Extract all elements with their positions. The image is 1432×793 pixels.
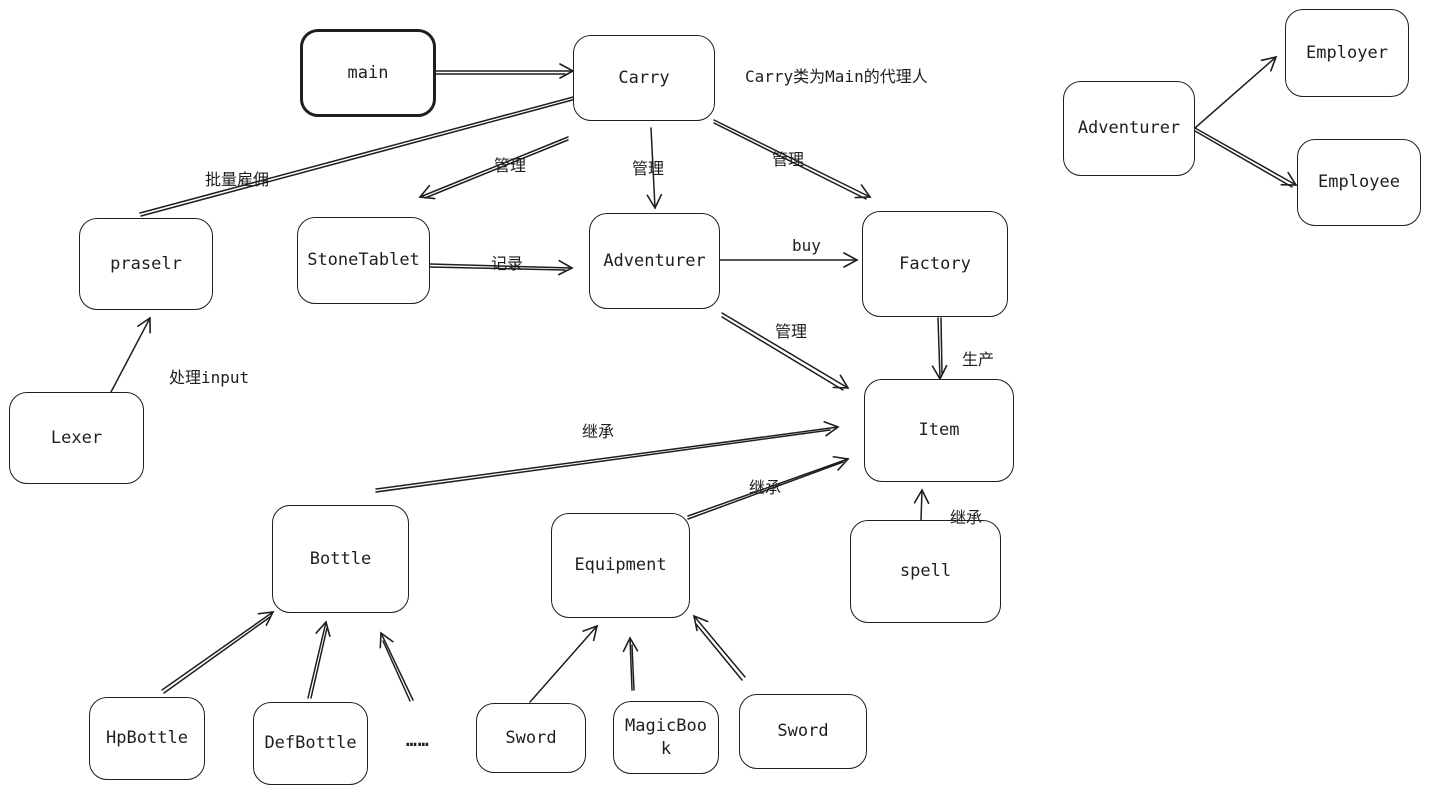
edge-defbottle-bottle xyxy=(307,620,331,699)
ellipsis-more-bottles: …… xyxy=(406,730,430,751)
edge-sword-equipment xyxy=(529,624,599,703)
edge-factory-item xyxy=(931,317,948,381)
edge-hpbottle-bottle xyxy=(161,611,275,691)
label-process-input: 处理input xyxy=(169,368,250,387)
node-sword-right[interactable]: Sword xyxy=(739,694,867,769)
node-main[interactable]: main xyxy=(300,29,436,117)
edge-adventurer-item xyxy=(721,312,850,389)
edge-ellipsis-bottle xyxy=(379,631,414,701)
edge-praselr-carry xyxy=(139,95,578,214)
edge-lexer-praselr xyxy=(110,316,151,393)
node-bottle[interactable]: Bottle xyxy=(272,505,409,613)
edge-adventurer-employee xyxy=(1194,127,1298,186)
carry-note: Carry类为Main的代理人 xyxy=(745,67,928,86)
node-item[interactable]: Item xyxy=(864,379,1014,482)
label-batch-hire: 批量雇佣 xyxy=(205,170,270,189)
label-manage-item: 管理 xyxy=(775,322,808,341)
edge-spell-item xyxy=(913,488,930,521)
node-adventurer[interactable]: Adventurer xyxy=(589,213,720,309)
edge-carry-adventurer xyxy=(646,127,663,210)
node-magicbook[interactable]: MagicBook xyxy=(613,701,719,774)
edge-bottle-item xyxy=(375,420,840,490)
edge-stonetablet-adventurer xyxy=(429,259,574,276)
node-employee[interactable]: Employee xyxy=(1297,139,1421,226)
node-stonetablet[interactable]: StoneTablet xyxy=(297,217,430,304)
label-manage-stonetablet: 管理 xyxy=(494,156,527,175)
node-sword[interactable]: Sword xyxy=(476,703,586,773)
node-equipment[interactable]: Equipment xyxy=(551,513,690,618)
node-adventurer-right[interactable]: Adventurer xyxy=(1063,81,1195,176)
label-produce: 生产 xyxy=(962,350,995,369)
edge-sword2-equipment xyxy=(692,614,746,678)
label-inherit-equipment: 继承 xyxy=(749,478,782,497)
label-inherit-spell: 继承 xyxy=(950,508,983,527)
label-buy: buy xyxy=(792,236,821,255)
node-spell[interactable]: spell xyxy=(850,520,1001,623)
node-praselr[interactable]: praselr xyxy=(79,218,213,310)
label-manage-factory: 管理 xyxy=(772,150,805,169)
node-hpbottle[interactable]: HpBottle xyxy=(89,697,205,780)
edge-magicbook-equipment xyxy=(622,636,639,691)
node-carry[interactable]: Carry xyxy=(573,35,715,121)
edge-carry-stonetablet xyxy=(418,136,569,200)
label-manage-adventurer: 管理 xyxy=(632,159,665,178)
node-lexer[interactable]: Lexer xyxy=(9,392,144,484)
node-employer[interactable]: Employer xyxy=(1285,9,1409,97)
label-inherit-bottle: 继承 xyxy=(582,422,615,441)
node-factory[interactable]: Factory xyxy=(862,211,1008,317)
edge-carry-factory xyxy=(713,119,872,199)
edge-adventurer-employer xyxy=(1194,55,1278,129)
edge-equipment-item xyxy=(687,455,850,517)
node-defbottle[interactable]: DefBottle xyxy=(253,702,368,785)
label-record: 记录 xyxy=(491,254,524,273)
